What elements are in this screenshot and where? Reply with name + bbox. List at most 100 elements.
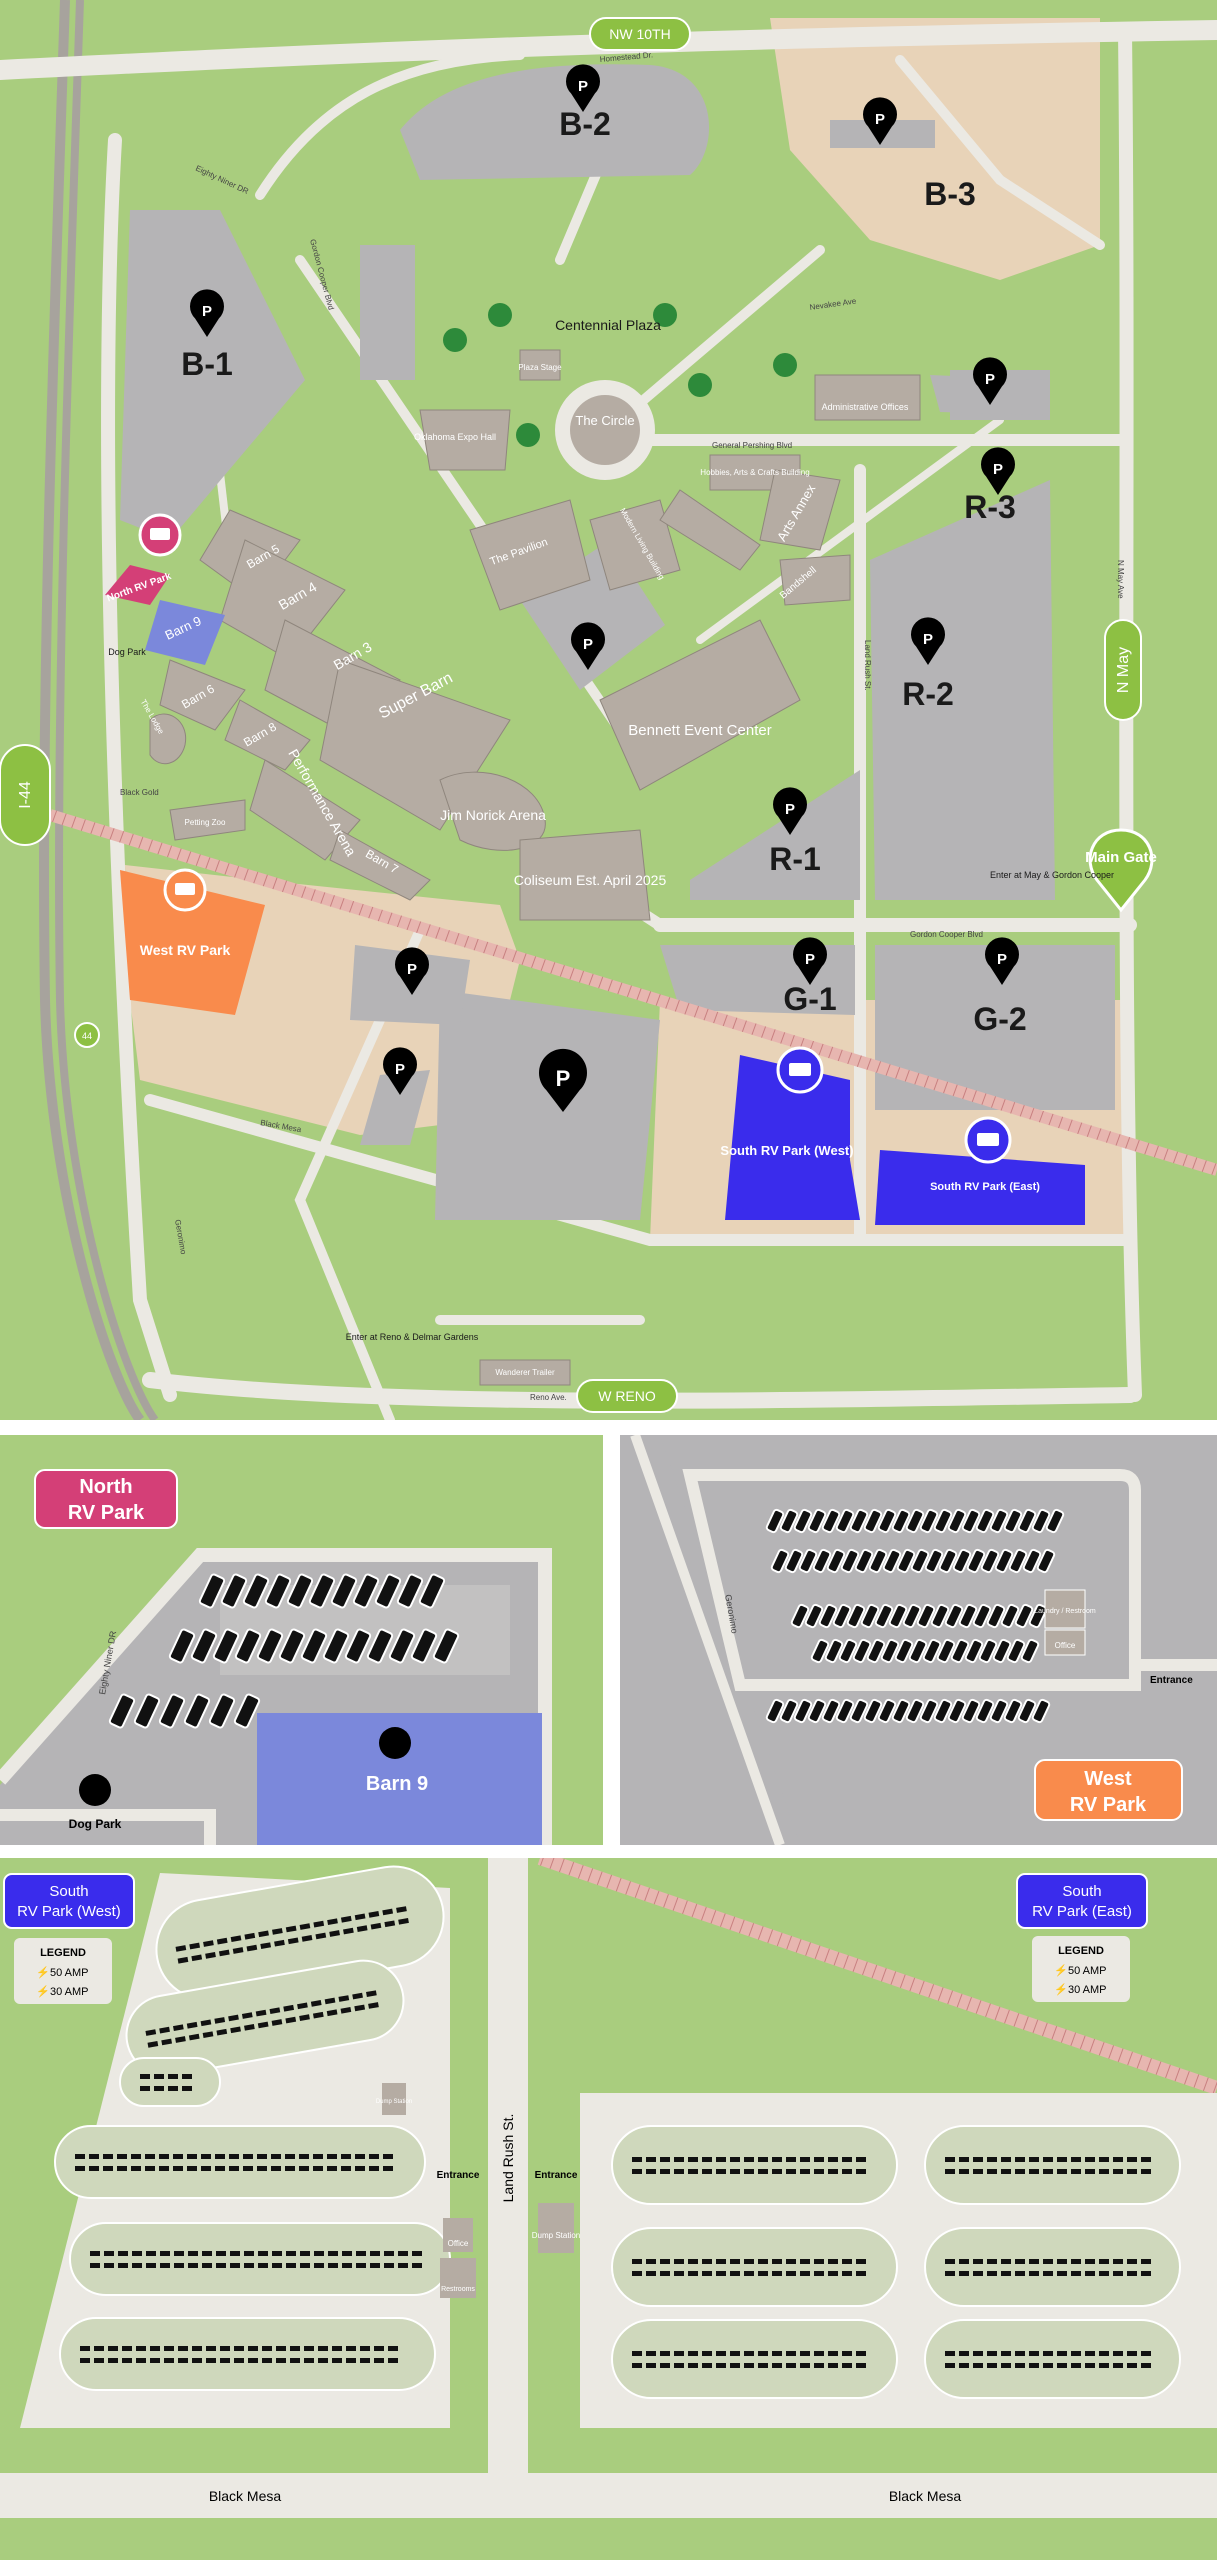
rv-pad <box>369 2166 379 2171</box>
rv-pad <box>1001 2271 1011 2276</box>
lot-g2-label: G-2 <box>973 1001 1026 1037</box>
rv-pad <box>243 2154 253 2159</box>
rv-pad <box>248 2358 258 2363</box>
parking-pin[interactable]: P <box>793 937 827 985</box>
rv-pad <box>842 2259 852 2264</box>
north-rv-pin[interactable] <box>138 513 182 557</box>
rv-pad <box>1127 2259 1137 2264</box>
rv-site <box>765 1508 785 1534</box>
rv-pad <box>104 2263 114 2268</box>
rv-pad <box>987 2157 997 2162</box>
rv-site <box>208 1693 236 1729</box>
rv-site <box>835 1698 855 1724</box>
rv-pad <box>136 2346 146 2351</box>
rv-site <box>812 1548 832 1574</box>
rv-site <box>374 1573 402 1609</box>
barn8-shape <box>224 699 311 771</box>
west-rv-pin[interactable] <box>163 868 207 912</box>
rv-site <box>1006 1638 1026 1664</box>
parking-pin[interactable]: P <box>571 622 605 670</box>
rv-pad <box>396 1906 407 1913</box>
south-east-title: South RV Park (East) <box>1016 1873 1148 1929</box>
rv-pad <box>230 2263 240 2268</box>
rv-pad <box>814 2157 824 2162</box>
rv-pad <box>343 1927 354 1935</box>
south-rv-east-pin[interactable] <box>964 1116 1012 1164</box>
rv-pad <box>1085 2351 1095 2356</box>
jim-norick-shape <box>439 771 546 851</box>
rv-site <box>798 1548 818 1574</box>
rv-site <box>849 1698 869 1724</box>
rv-pad <box>117 2154 127 2159</box>
rv-pad <box>341 2154 351 2159</box>
arts-annex-shape <box>759 469 841 551</box>
rv-pad <box>828 2259 838 2264</box>
parking-pin-letter: P <box>993 461 1003 478</box>
main-gate-pin[interactable]: Main Gate <box>1085 828 1157 913</box>
rv-site <box>975 1508 995 1534</box>
rv-pad <box>285 2016 297 2024</box>
south-rv-west-pin[interactable] <box>776 1046 824 1094</box>
rv-pad <box>674 2169 684 2174</box>
rv-pad <box>244 2024 255 2031</box>
parking-pin[interactable]: P <box>383 1047 417 1095</box>
dog-park-label: Dog Park <box>108 647 146 657</box>
rv-pad <box>285 2166 295 2171</box>
rv-pad <box>646 2351 656 2356</box>
rv-pad <box>188 2263 198 2268</box>
rv-site <box>1031 1698 1051 1724</box>
rv-pad <box>147 2041 159 2048</box>
rv-pad <box>1085 2363 1095 2368</box>
rv-pins[interactable] <box>138 513 1012 1164</box>
parking-pin[interactable]: P <box>190 289 224 337</box>
rv-pad <box>173 2166 183 2171</box>
rv-pad <box>674 2157 684 2162</box>
parking-pins[interactable]: P P P P P P P P P P P P P <box>190 64 1019 1112</box>
rv-pad <box>177 1956 189 1964</box>
parking-pin[interactable]: P <box>539 1048 587 1112</box>
rv-pad <box>702 2351 712 2356</box>
parking-pin[interactable]: P <box>863 97 897 145</box>
rv-pad <box>716 2271 726 2276</box>
rv-site <box>849 1508 869 1534</box>
rv-pad <box>1043 2169 1053 2174</box>
rv-pad <box>178 2346 188 2351</box>
parking-pin[interactable]: P <box>395 947 429 995</box>
land-rush-road <box>488 1858 528 2473</box>
rv-pad <box>228 2014 239 2022</box>
rv-pad <box>987 2271 997 2276</box>
rv-site <box>846 1603 866 1629</box>
rv-pad <box>168 2086 178 2091</box>
parking-pin[interactable]: P <box>981 447 1015 495</box>
rv-pad <box>370 2263 380 2268</box>
south-railroad <box>537 1858 1217 2095</box>
rv-pad <box>103 2154 113 2159</box>
rv-pad <box>660 2271 670 2276</box>
dog-park-icon <box>79 1774 111 1806</box>
rv-pad <box>1127 2157 1137 2162</box>
rv-pad <box>800 2351 810 2356</box>
rv-pad <box>814 2271 824 2276</box>
rv-pad <box>215 2166 225 2171</box>
parking-pin[interactable]: P <box>985 937 1019 985</box>
rv-pad <box>290 2346 300 2351</box>
rv-pad <box>945 2271 955 2276</box>
rv-pad <box>356 1925 368 1932</box>
rv-site <box>388 1628 416 1664</box>
rv-pad <box>1015 2271 1025 2276</box>
rv-pad <box>1001 2157 1011 2162</box>
south-rv-west-label: South RV Park (West) <box>720 1143 853 1158</box>
rv-site <box>944 1603 964 1629</box>
rv-pad <box>814 2363 824 2368</box>
rv-pad <box>285 2154 295 2159</box>
rv-pad <box>702 2363 712 2368</box>
parking-pin[interactable]: P <box>911 617 945 665</box>
coliseum-shape <box>519 829 651 921</box>
parking-pin[interactable]: P <box>773 787 807 835</box>
parking-pin[interactable]: P <box>566 64 600 112</box>
parking-pin[interactable]: P <box>973 357 1007 405</box>
nw10th-badge: NW 10TH <box>589 17 691 51</box>
rv-site <box>947 1508 967 1534</box>
south-rv-park-panel: South RV Park (West) South RV Park (East… <box>0 1858 1217 2560</box>
rv-pad <box>94 2346 104 2351</box>
